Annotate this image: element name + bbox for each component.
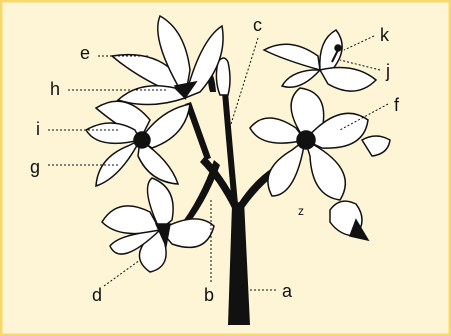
label-a: a: [282, 282, 292, 300]
label-k: k: [380, 26, 389, 44]
label-d: d: [92, 286, 102, 304]
flower-e: [112, 16, 223, 105]
label-z: z: [298, 202, 304, 220]
label-j: j: [386, 62, 390, 80]
label-g: g: [30, 158, 40, 176]
flower-f: [250, 88, 368, 200]
label-b: b: [204, 286, 214, 304]
label-c: c: [253, 16, 262, 34]
flower-left-cluster: [86, 101, 190, 186]
flower-d: [102, 178, 214, 272]
label-h: h: [50, 80, 60, 98]
flower-jk: [264, 30, 376, 91]
label-i: i: [36, 120, 40, 138]
label-f: f: [394, 96, 399, 114]
label-e: e: [80, 44, 90, 62]
main-stem: [228, 200, 250, 325]
